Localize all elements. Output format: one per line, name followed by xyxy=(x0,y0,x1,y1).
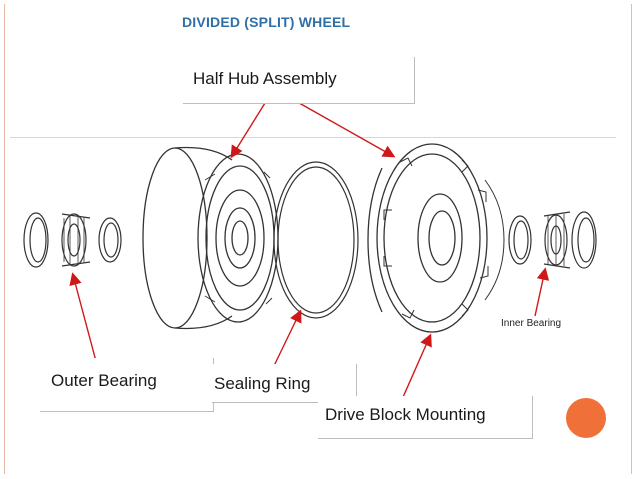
slide-title: DIVIDED (SPLIT) WHEEL xyxy=(182,14,351,30)
arrow-outer-bearing xyxy=(69,272,98,366)
callout-arrows xyxy=(69,94,550,405)
sealing-ring-part xyxy=(273,161,359,319)
half-hub-assembly-label: Half Hub Assembly xyxy=(193,69,337,88)
arrow-inner-bearing xyxy=(534,267,550,317)
left-half-hub-part xyxy=(142,146,279,330)
inner-bearing-part xyxy=(508,211,597,269)
diagram-top-rule xyxy=(10,137,616,138)
half-hub-assembly-callout: Half Hub Assembly xyxy=(183,57,415,104)
drive-block-mounting-label: Drive Block Mounting xyxy=(325,405,486,424)
right-half-hub-part xyxy=(367,143,505,333)
arrow-hub-right xyxy=(284,94,396,158)
inner-bearing-label: Inner Bearing xyxy=(501,318,562,329)
drive-block-mounting-callout: Drive Block Mounting xyxy=(318,396,533,439)
outer-bearing-label: Outer Bearing xyxy=(51,371,157,390)
slide-border xyxy=(4,4,632,474)
outer-bearing-callout: Outer Bearing xyxy=(40,358,214,412)
outer-bearing-part xyxy=(23,212,122,268)
arrow-drive-block xyxy=(399,333,432,405)
arrow-hub-left xyxy=(230,94,271,159)
sealing-ring-label: Sealing Ring xyxy=(214,374,311,393)
accent-dot xyxy=(566,398,606,438)
arrow-sealing-ring xyxy=(271,309,302,371)
